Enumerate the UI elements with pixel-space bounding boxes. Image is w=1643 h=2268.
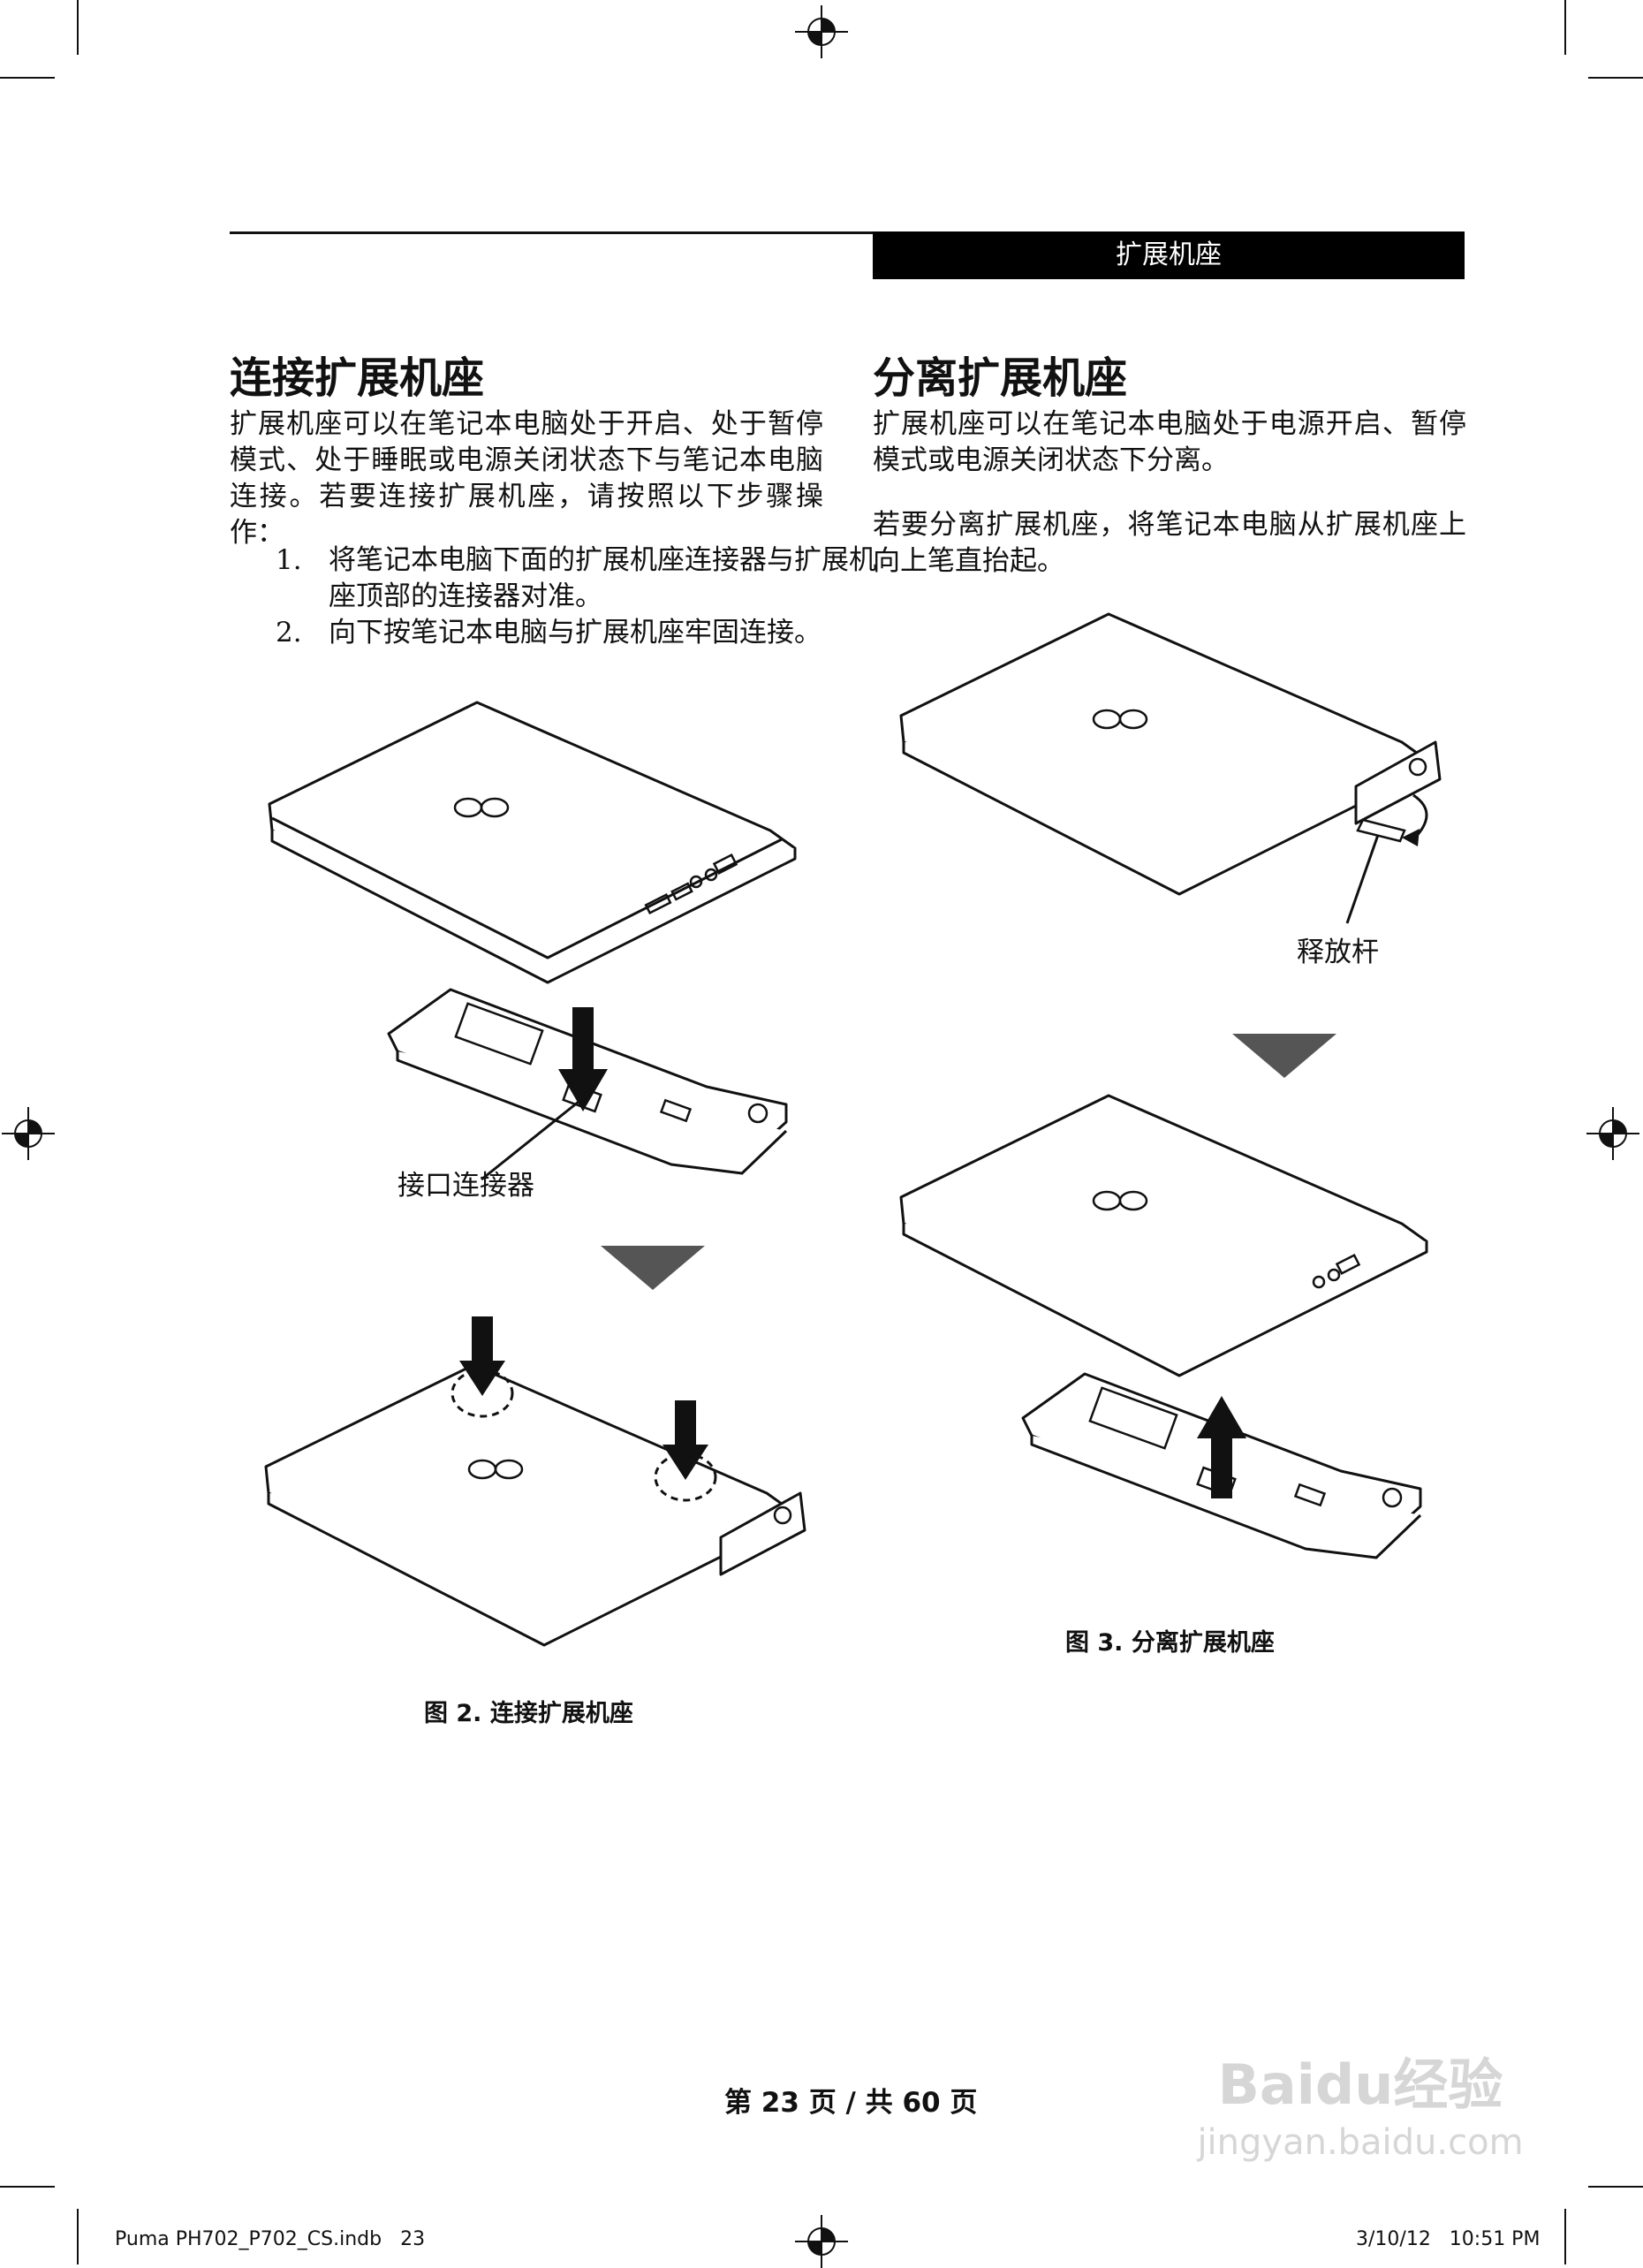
registration-mark-bottom xyxy=(795,2215,848,2268)
watermark-brand: Baidu经验 xyxy=(1217,2052,1503,2117)
right-para-2: 若要分离扩展机座，将笔记本电脑从扩展机座上向上笔直抬起。 xyxy=(873,509,1466,577)
right-caption: 图 3. 分离扩展机座 xyxy=(1065,1629,1275,1657)
left-heading: 连接扩展机座 xyxy=(230,353,485,403)
figure-3-step-arrow xyxy=(1232,1034,1336,1078)
step-1-text: 将笔记本电脑下面的扩展机座连接器与扩展机座顶部的连接器对准。 xyxy=(329,544,876,612)
figure-3-laptop-with-lever xyxy=(899,612,1442,924)
figure-2-down-arrow xyxy=(558,1007,608,1111)
left-intro: 扩展机座可以在笔记本电脑处于开启、处于暂停模式、处于睡眠或电源关闭状态下与笔记本… xyxy=(230,408,823,549)
slug-datetime: 3/10/12 10:51 PM xyxy=(1356,2228,1541,2250)
step-1-number: 1. xyxy=(276,544,302,576)
step-2-number: 2. xyxy=(276,617,302,649)
registration-mark-top xyxy=(795,5,848,58)
right-heading: 分离扩展机座 xyxy=(873,353,1128,403)
right-callout-label: 释放杆 xyxy=(1297,937,1379,968)
right-para-1: 扩展机座可以在笔记本电脑处于电源开启、暂停模式或电源关闭状态下分离。 xyxy=(873,408,1466,476)
left-callout-label: 接口连接器 xyxy=(398,1170,534,1202)
slug-file: Puma PH702_P702_CS.indb 23 xyxy=(115,2228,426,2250)
figure-2-laptop-docked xyxy=(264,1316,806,1647)
page-suffix: 页 xyxy=(950,2087,978,2119)
page-total: 60 xyxy=(902,2087,941,2119)
header-rule xyxy=(230,231,874,234)
page-number: 第 23 页 / 共 60 页 xyxy=(724,2080,977,2120)
registration-mark-right xyxy=(1586,1107,1639,1160)
watermark: Baidu经验 jingyan.baidu.com xyxy=(1166,2050,1555,2165)
page-current: 23 xyxy=(761,2087,799,2119)
section-title-band: 扩展机座 xyxy=(873,231,1465,279)
figure-2-callout-line xyxy=(481,1089,593,1181)
step-2-text: 向下按笔记本电脑与扩展机座牢固连接。 xyxy=(329,617,822,649)
registration-mark-left xyxy=(2,1107,55,1160)
page-prefix: 第 xyxy=(724,2087,752,2119)
watermark-url: jingyan.baidu.com xyxy=(1197,2122,1524,2163)
left-caption: 图 2. 连接扩展机座 xyxy=(424,1700,633,1727)
figure-2-step-arrow xyxy=(601,1246,705,1290)
page-mid: 页 / 共 xyxy=(808,2087,893,2119)
figure-2-laptop-top xyxy=(268,701,797,984)
figure-3-laptop-lifted xyxy=(899,1094,1428,1377)
figure-3-up-arrow xyxy=(1197,1396,1246,1498)
